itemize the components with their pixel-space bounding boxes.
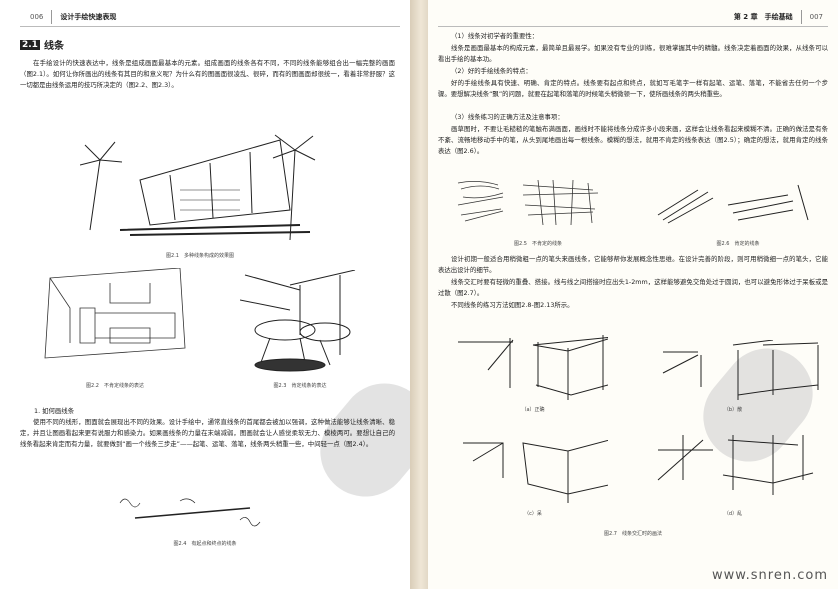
sub-heading: 1. 如何画线条 bbox=[34, 407, 75, 415]
figure-2-7-caption: 图2.7 线条交汇时的画法 bbox=[604, 531, 662, 537]
figure-2-2-living-room-sketch bbox=[44, 268, 186, 359]
figure-2-7d-messy-junction bbox=[657, 435, 814, 495]
item-3-text: 画草图时，不要让毛糙糙的笔触布满画面，画线时不能将线条分成许多小段来画，这样会让… bbox=[438, 125, 828, 155]
item-3-heading: （3）线条练习的正确方法及注意事项： bbox=[451, 113, 564, 121]
figure-2-4-caption: 图2.4 有起点和终点的线条 bbox=[173, 541, 237, 547]
item-1-text: 线条是画面最基本的构成元素，最简单且最易学。如果没有专业的训练，很难掌握其中的精… bbox=[438, 44, 828, 63]
figure-2-2-caption: 图2.2 不肯定线条的表达 bbox=[86, 383, 144, 389]
figure-2-1-caption: 图2.1 多种线条构成的效果图 bbox=[166, 253, 234, 259]
item-2-text: 好的手绘线条具有快速、明确、肯定的特点。线条要有起点和终点，就如写毛笔字一样有起… bbox=[438, 79, 828, 98]
figure-2-4-start-end-line bbox=[119, 498, 261, 527]
item-2-heading: （2）好的手绘线条的特点： bbox=[451, 67, 532, 75]
subfigure-b-label: （b）散 bbox=[723, 407, 743, 413]
header-rule bbox=[438, 26, 828, 27]
subfigure-c-label: （c）呆 bbox=[524, 511, 542, 517]
header-divider bbox=[800, 10, 802, 24]
right-header: 第 2 章 手绘基础 007 bbox=[734, 10, 823, 24]
intro-paragraph: 在手绘设计的快速表达中，线条是组成画面最基本的元素。组成画面的线条各有不同，不同… bbox=[20, 59, 395, 89]
chapter-title: 第 2 章 手绘基础 bbox=[733, 13, 793, 21]
lines-paragraph: 使用不同的线形，图面就会展现出不同的效果。设计手绘中，通常直线条的首尾都会被加以… bbox=[20, 418, 395, 448]
figure-2-6-certain-lines bbox=[657, 184, 809, 224]
figure-2-1-building-sketch bbox=[80, 134, 316, 241]
figure-2-3-chair-sketch bbox=[240, 270, 356, 372]
junction-paragraph: 线条交汇时要有轻微的重叠、搭接。线与线之间搭接时应出头1-2mm，这样能够避免交… bbox=[438, 278, 828, 297]
item-1-heading: （1）线条对初学者的重要性： bbox=[451, 32, 539, 40]
page-number: 007 bbox=[809, 13, 823, 21]
book-title: 设计手绘快速表现 bbox=[60, 13, 117, 21]
practice-paragraph: 不同线条的练习方法如图2.8-图2.13所示。 bbox=[451, 301, 574, 309]
pen-paragraph: 设计初期一般适合用稍微粗一点的笔头来画线条，它能够帮你发展概念性思维。在设计完善… bbox=[438, 255, 828, 274]
figure-2-7b-loose-junction bbox=[662, 340, 819, 400]
right-page: 第 2 章 手绘基础 007 （1）线条对初学者的重要性： 线条是画面最基本的构… bbox=[428, 0, 838, 589]
watermark-url: www.snren.com bbox=[711, 568, 828, 583]
figure-2-7c-stiff-junction bbox=[463, 439, 608, 503]
book-gutter bbox=[410, 0, 428, 589]
figure-2-6-caption: 图2.6 肯定的线条 bbox=[716, 241, 760, 247]
header-divider bbox=[51, 10, 53, 24]
header-rule bbox=[20, 26, 400, 27]
left-header: 006 设计手绘快速表现 bbox=[30, 10, 116, 24]
left-page: 006 设计手绘快速表现 2.1 线条 在手绘设计的快速表达中，线条是组成画面最… bbox=[0, 0, 449, 589]
section-title: 线条 bbox=[43, 41, 64, 52]
subfigure-d-label: （d）乱 bbox=[723, 511, 743, 517]
figure-2-7a-correct-junction bbox=[458, 335, 608, 400]
page-number: 006 bbox=[30, 13, 44, 21]
section-heading: 2.1 线条 bbox=[20, 37, 64, 52]
section-number: 2.1 bbox=[20, 39, 40, 50]
subfigure-a-label: （a）正确 bbox=[521, 407, 545, 413]
figure-2-5-caption: 图2.5 不肯定的线条 bbox=[514, 241, 562, 247]
figure-2-5-uncertain-lines bbox=[457, 179, 599, 226]
figure-2-3-caption: 图2.3 肯定线条的表达 bbox=[273, 383, 327, 389]
